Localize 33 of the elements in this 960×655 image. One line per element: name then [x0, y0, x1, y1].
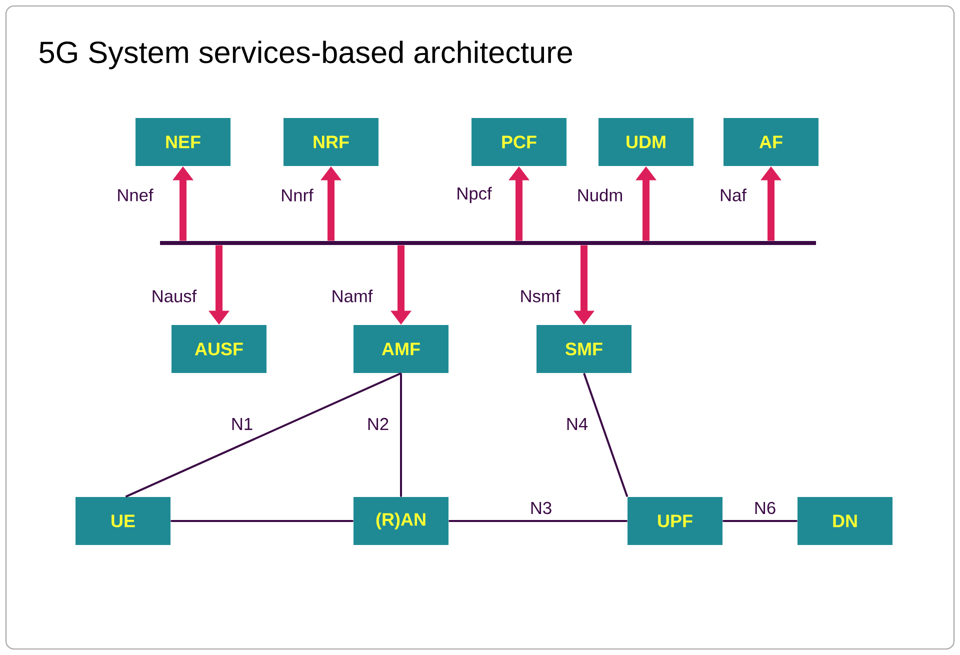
function-box: UPF: [628, 497, 722, 545]
function-box: (R)AN: [354, 497, 448, 545]
edge-label: N6: [752, 500, 778, 516]
connector-line: [125, 372, 402, 498]
connector-line: [583, 372, 628, 498]
edge-label: Npcf: [454, 186, 494, 204]
edge-label: Nsmf: [518, 288, 562, 304]
edge-label: N3: [528, 500, 554, 516]
edge-label: Nausf: [150, 288, 198, 304]
edge-label: Nnrf: [279, 187, 315, 203]
function-box: NRF: [284, 118, 378, 166]
edge-label: N4: [564, 416, 590, 432]
connector-line: [170, 520, 354, 522]
function-box: AF: [724, 118, 818, 166]
edge-label: N1: [230, 416, 254, 432]
service-bus: [160, 241, 816, 245]
title: 5G System services-based architecture: [40, 40, 572, 70]
function-box: AMF: [354, 325, 448, 373]
function-box: DN: [798, 497, 892, 545]
connector-line: [448, 520, 628, 522]
function-box: UDM: [598, 118, 694, 166]
connector-line: [722, 520, 798, 522]
function-box: NEF: [136, 118, 230, 166]
edge-label: N2: [366, 416, 390, 432]
edge-label: Nudm: [576, 187, 624, 203]
edge-label: Nnef: [115, 187, 155, 203]
edge-label: Naf: [718, 187, 748, 203]
function-box: SMF: [536, 325, 632, 373]
edge-label: Namf: [330, 288, 374, 304]
function-box: PCF: [472, 118, 566, 166]
function-box: AUSF: [172, 325, 266, 373]
function-box: UE: [76, 497, 170, 545]
connector-line: [400, 373, 402, 497]
